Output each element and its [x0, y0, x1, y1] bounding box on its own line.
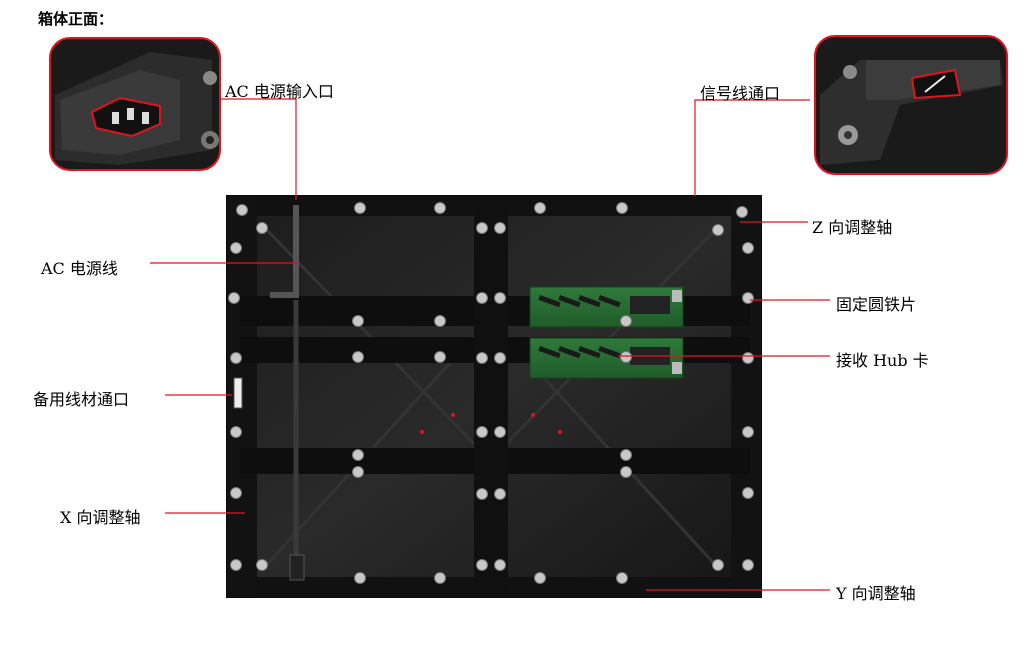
label-z-axis: Z 向调整轴 [812, 218, 893, 237]
fixed-plate-bolt [230, 352, 242, 364]
fixed-plate-bolt [230, 559, 242, 571]
hub-card [529, 286, 684, 379]
leader-lines [150, 98, 830, 591]
fixed-plate-bolt [256, 222, 268, 234]
label-ac-cable: AC 电源线 [41, 259, 118, 278]
fixed-plate-bolt [742, 242, 754, 254]
fixed-plate-bolt [434, 202, 446, 214]
fixed-plate-bolt [494, 292, 506, 304]
fixed-plate-bolt [620, 449, 632, 461]
fixed-plate-bolt [494, 488, 506, 500]
label-hub-card: 接收 Hub 卡 [836, 351, 929, 370]
fixed-plate-bolt [230, 426, 242, 438]
fixed-plate-bolt [434, 315, 446, 327]
fixed-plate-bolt [494, 426, 506, 438]
cabinet-panel [226, 195, 762, 598]
fixed-plate-bolt [354, 572, 366, 584]
fixed-plate-bolt [742, 559, 754, 571]
leader-ac-inlet [220, 98, 297, 200]
fixed-plate-bolt [742, 352, 754, 364]
fixed-plate-bolt [494, 352, 506, 364]
fixed-plate-bolt [476, 352, 488, 364]
fixed-plate-bolt [228, 292, 240, 304]
signal-channel-detail [814, 35, 1008, 175]
fixed-plate-bolt [256, 559, 268, 571]
fixed-plate-bolt [620, 351, 632, 363]
fixed-plate-bolt [742, 426, 754, 438]
label-ac-inlet: AC 电源输入口 [225, 82, 334, 101]
fixed-plate-bolt [494, 559, 506, 571]
fixed-plate-bolt [712, 559, 724, 571]
fixed-plate-bolt [476, 559, 488, 571]
fixed-plate-bolt [476, 292, 488, 304]
fixed-plate-bolt [352, 351, 364, 363]
fixed-plate-bolt [236, 204, 248, 216]
label-y-axis: Y 向调整轴 [836, 584, 916, 603]
fixed-plate-bolt [476, 426, 488, 438]
fixed-plate-bolt [616, 572, 628, 584]
fixed-plate-bolt [354, 202, 366, 214]
fixed-plate-bolt [712, 224, 724, 236]
fixed-plate-bolt [534, 572, 546, 584]
fixed-plate-bolt [352, 466, 364, 478]
fixed-plate-bolt [620, 315, 632, 327]
fixed-plates [228, 202, 754, 584]
fixed-plate-bolt [476, 488, 488, 500]
ac-inlet-detail [49, 37, 221, 171]
fixed-plate-bolt [476, 222, 488, 234]
fixed-plate-bolt [494, 222, 506, 234]
label-fixed-plate: 固定圆铁片 [836, 295, 917, 314]
fixed-plate-bolt [434, 351, 446, 363]
label-signal-channel: 信号线通口 [700, 84, 781, 103]
fixed-plate-bolt [434, 572, 446, 584]
fixed-plate-bolt [620, 466, 632, 478]
label-x-axis: X 向调整轴 [60, 508, 141, 527]
fixed-plate-bolt [736, 206, 748, 218]
page-title: 箱体正面： [38, 10, 114, 28]
label-spare-channel: 备用线材通口 [33, 390, 130, 409]
fixed-plate-bolt [534, 202, 546, 214]
fixed-plate-bolt [230, 487, 242, 499]
fixed-plate-bolt [616, 202, 628, 214]
fixed-plate-bolt [230, 242, 242, 254]
fixed-plate-bolt [352, 315, 364, 327]
fixed-plate-bolt [742, 487, 754, 499]
fixed-plate-bolt [352, 449, 364, 461]
leader-signal-channel [694, 99, 810, 196]
fixed-plate-bolt [742, 292, 754, 304]
